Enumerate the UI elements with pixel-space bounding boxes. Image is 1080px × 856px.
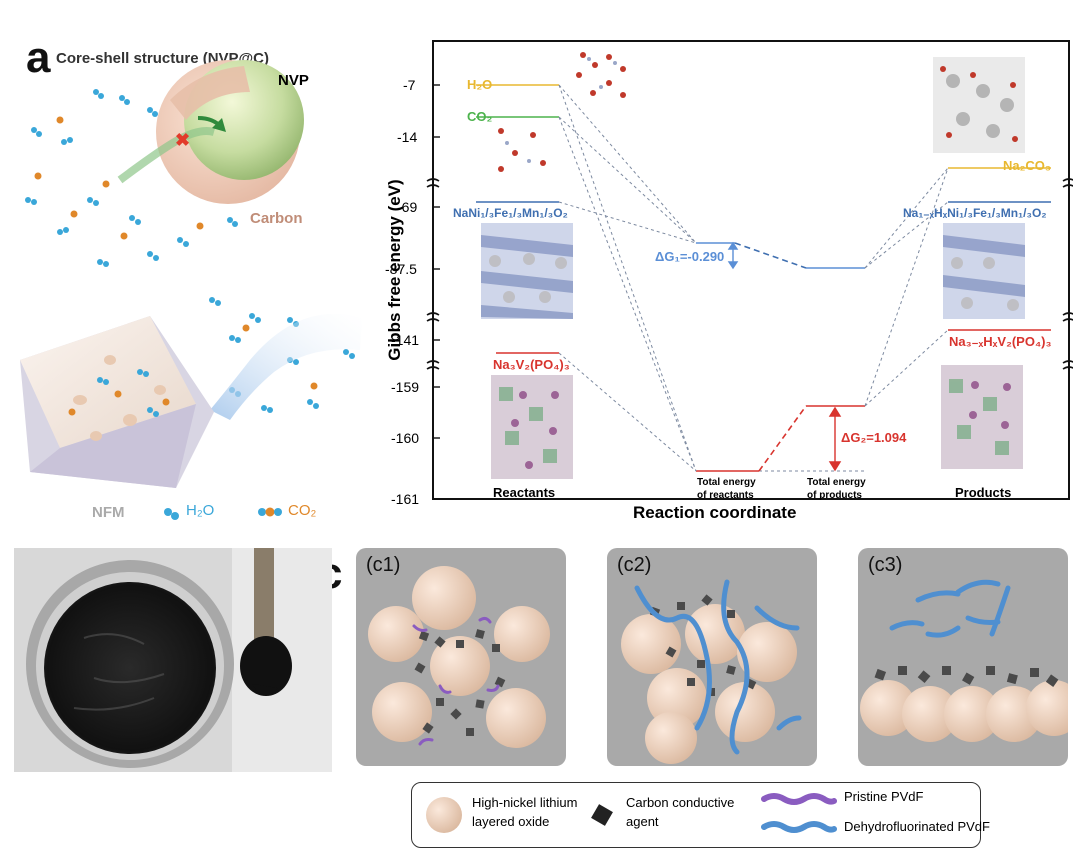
energy-diagram: -7 -14 -69 -87.5 -141 -159 -160 -161 Gib… (383, 35, 1073, 525)
ytick-label: -160 (391, 430, 420, 446)
ytick-label: -69 (397, 199, 418, 215)
panel-label-a: a (26, 33, 51, 82)
h2o-co2-molecules (498, 52, 626, 172)
subpanel-c2: (c2) (607, 548, 817, 766)
species-label-nvp: Na₃V₂(PO₄)₃ (493, 357, 570, 372)
schematic-svg: ✖ (20, 60, 362, 520)
oxide-swatch (426, 797, 462, 833)
nvp-label: NVP (278, 72, 309, 89)
column-label-total-products-1: Total energy (807, 477, 866, 488)
spatula-slurry (240, 636, 292, 696)
subpanel-label-c1: (c1) (366, 554, 401, 576)
dehydro-swatch (761, 821, 837, 833)
core-shell-schematic: Core-shell structure (NVP@C) (0, 0, 390, 521)
ytick-label: -14 (397, 129, 418, 145)
subpanel-c1: (c1) (356, 548, 566, 766)
co2-legend-label: CO₂ (288, 502, 317, 519)
connectors (558, 84, 949, 472)
core-shell-sphere (156, 60, 304, 204)
species-label-nfm: NaNi₁/₃Fe₁/₃Mn₁/₃O₂ (453, 206, 568, 220)
plot-frame (432, 40, 1070, 500)
column-label-reactants: Reactants (493, 485, 556, 500)
delta-g1-label: ΔG₁=-0.290 (655, 249, 725, 264)
legend-oxide-line2: layered oxide (472, 814, 550, 829)
column-label-total-reactants-1: Total energy (697, 477, 756, 488)
legend-oxide-line1: High-nickel lithium (472, 795, 578, 810)
axis-breaks (426, 178, 1073, 370)
slurry-photo (14, 548, 332, 772)
spatula-handle (254, 548, 274, 644)
column-label-products: Products (955, 485, 1012, 500)
species-label-co2: CO₂ (467, 109, 493, 124)
x-axis-title: Reaction coordinate (633, 503, 797, 522)
na2co3-crystal-img (933, 57, 1025, 153)
species-label-h2o: H₂O (467, 77, 493, 92)
nvp-product-crystal-img (941, 365, 1023, 469)
slurry-photo-svg (14, 548, 332, 772)
slurry (44, 582, 216, 754)
panel-c-legend: High-nickel lithium layered oxide Carbon… (411, 782, 990, 848)
h2o-legend-label: H₂O (186, 502, 215, 519)
legend-dehydro-pvdf: Dehydrofluorinated PVdF (844, 819, 990, 834)
energy-chart-svg (426, 40, 1073, 500)
ytick-label: -87.5 (385, 261, 417, 277)
carbon-label: Carbon (250, 210, 303, 227)
subpanel-label-c3: (c3) (868, 554, 903, 576)
ytick-label: -7 (403, 77, 416, 93)
legend-pristine-pvdf: Pristine PVdF (844, 789, 924, 804)
species-label-na2co3: Na₂CO₃ (1003, 158, 1051, 173)
species-label-nvp-product: Na₃₋ₓHₓV₂(PO₄)₃ (949, 334, 1052, 349)
subpanel-c3: (c3) (858, 548, 1068, 766)
carbon-swatch (591, 804, 613, 826)
legend-carbon-line2: agent (626, 814, 659, 829)
species-label-nfm-product: Na₁₋ₓHₓNi₁/₃Fe₁/₃Mn₁/₃O₂ (903, 206, 1047, 220)
nfm-crystal (20, 316, 214, 488)
column-label-total-reactants-2: of reactants (697, 490, 754, 501)
legend-carbon-line1: Carbon conductive (626, 795, 735, 810)
nvp-crystal-img (491, 375, 573, 479)
svg-text:✖: ✖ (175, 130, 190, 150)
column-label-total-products-2: of products (807, 490, 862, 501)
delta-g2-label: ΔG₂=1.094 (841, 430, 907, 445)
nfm-label: NFM (92, 504, 125, 521)
ytick-label: -159 (391, 379, 420, 395)
y-axis-title: Gibbs free energy (eV) (385, 179, 404, 361)
nfm-product-crystal-img (943, 223, 1025, 319)
nfm-crystal-img (481, 223, 573, 319)
ytick-label: -141 (391, 332, 420, 348)
ytick-label: -161 (391, 491, 420, 507)
pristine-swatch (761, 793, 837, 805)
subpanel-label-c2: (c2) (617, 554, 652, 576)
